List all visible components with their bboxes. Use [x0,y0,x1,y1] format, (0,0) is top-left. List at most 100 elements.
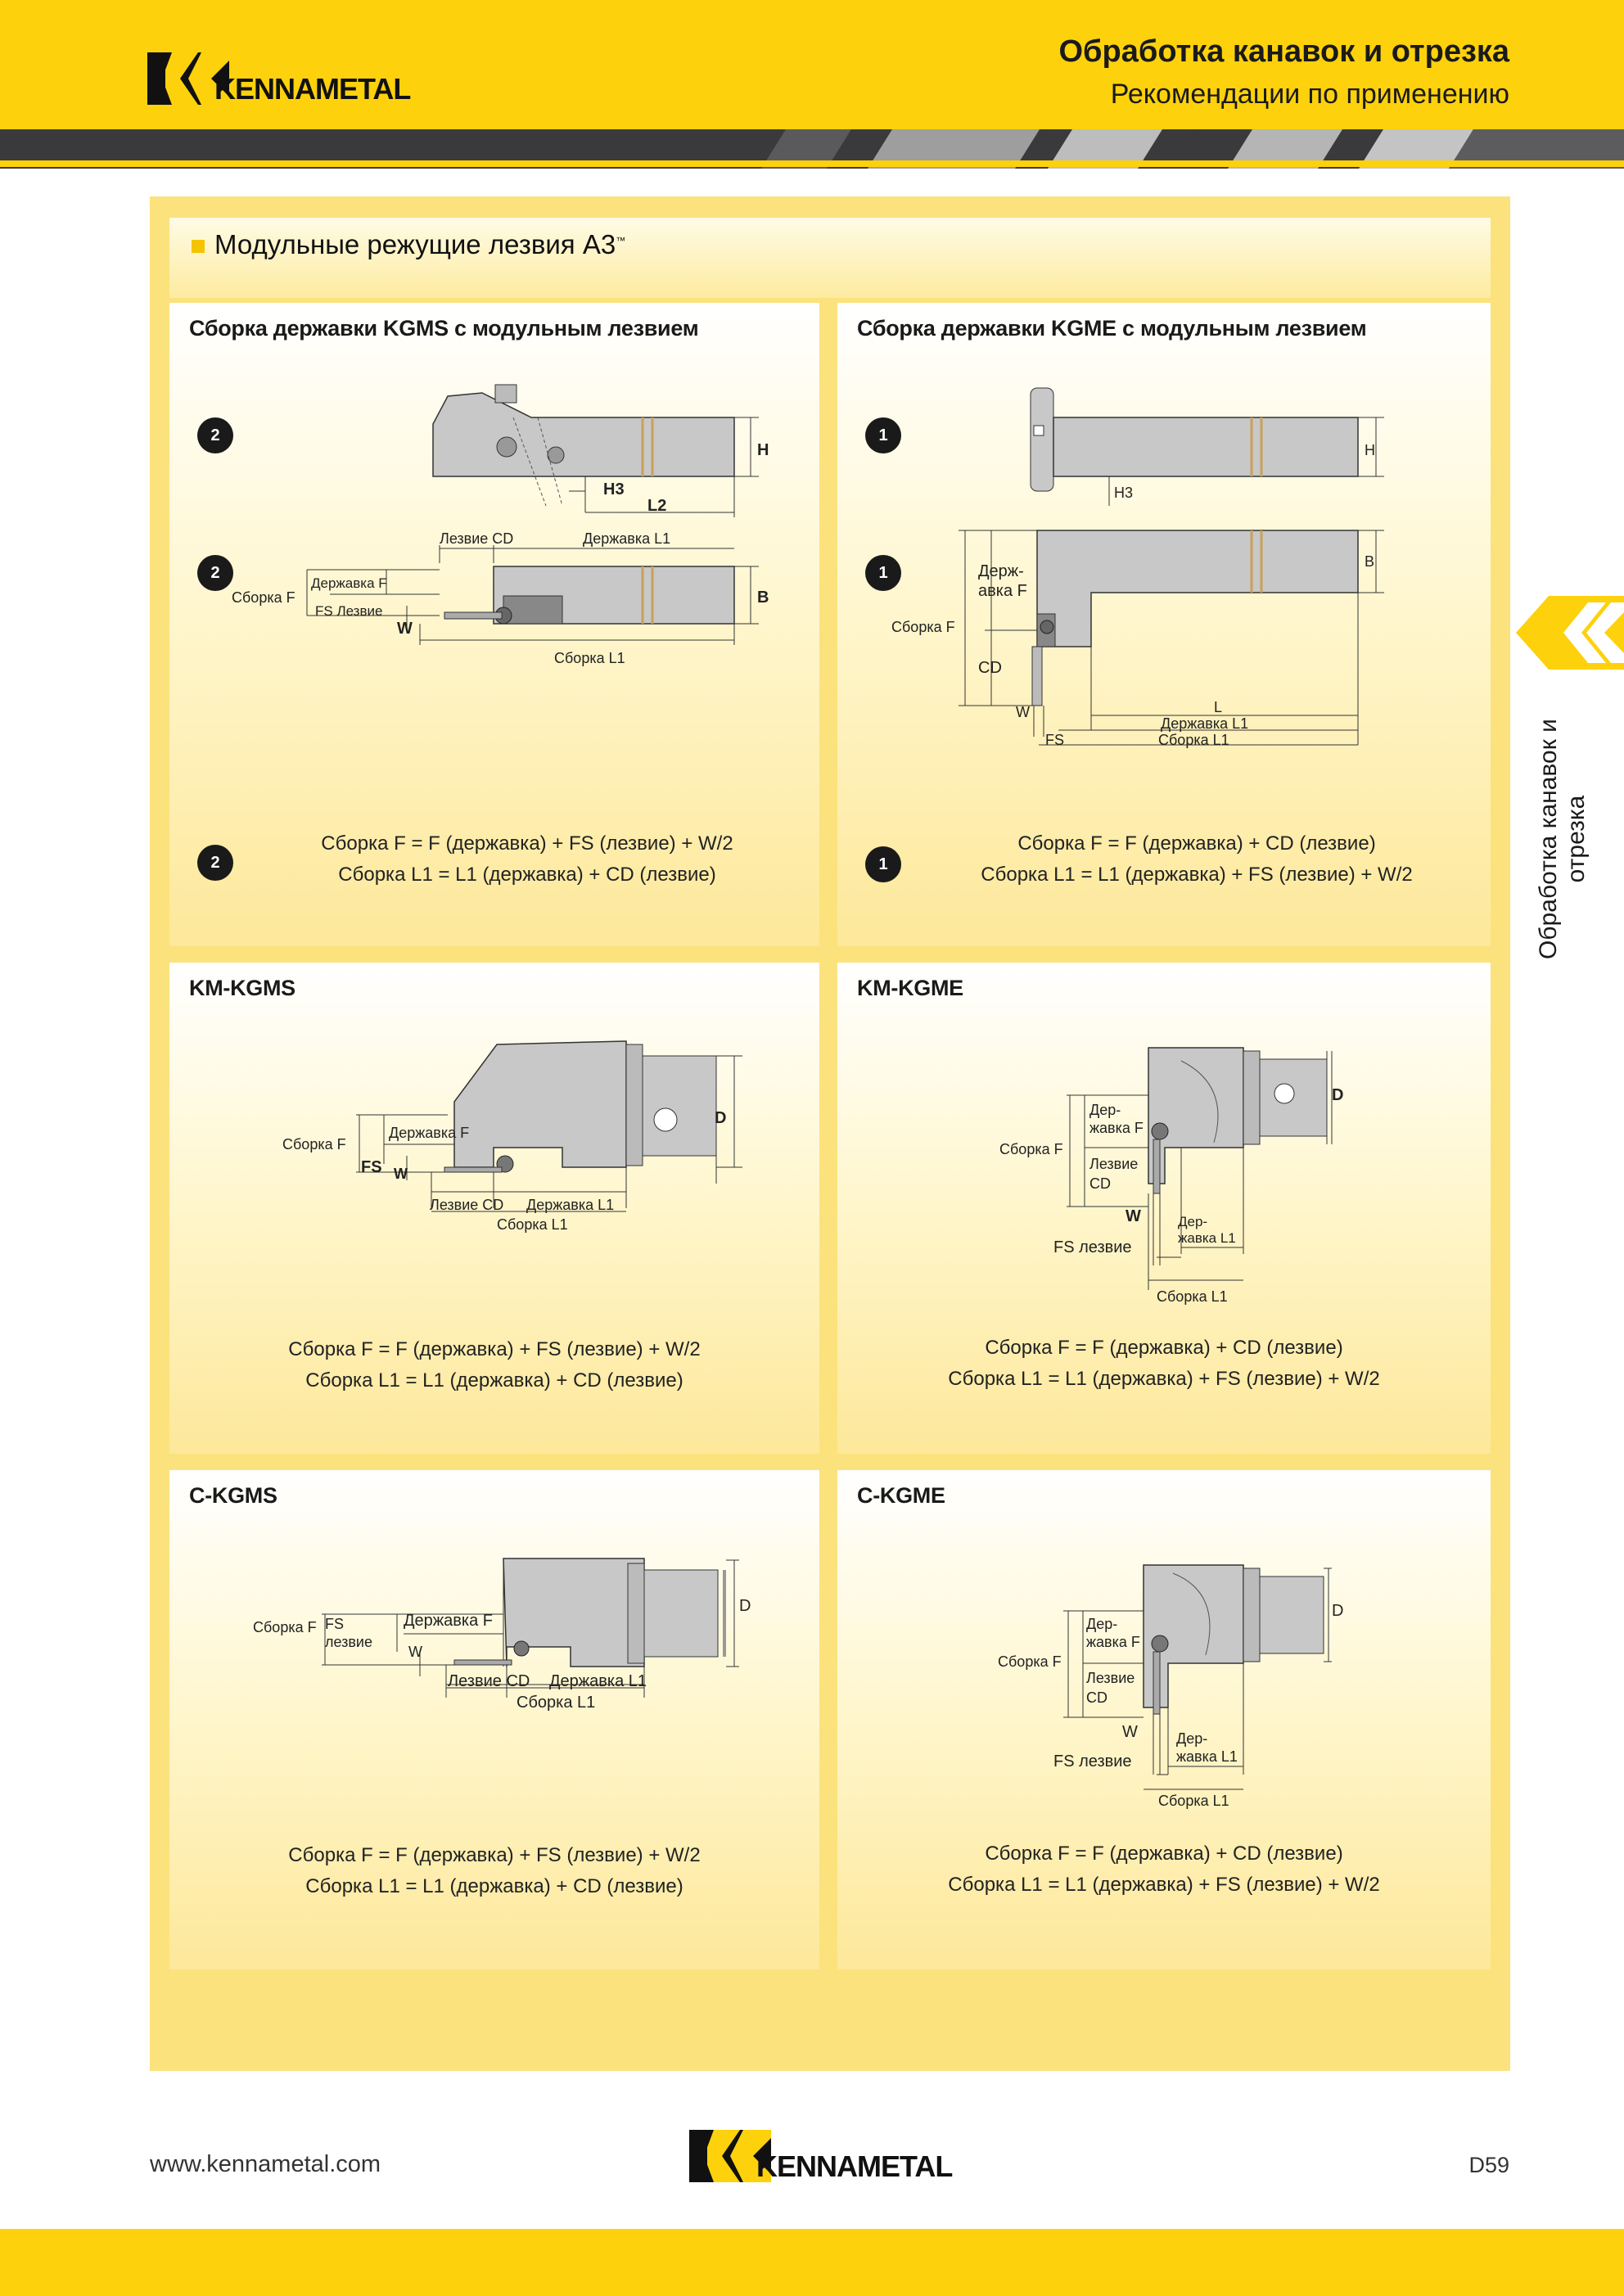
dim-fs-blade: FS лезвие [1053,1238,1132,1256]
badge-formula: 1 [865,846,901,882]
dim-w: W [397,620,413,638]
dim-blade-cd: Лезвие CD [430,1197,503,1213]
formula-assembly-f: Сборка F = F (державка) + FS (лезвие) + … [288,1338,701,1360]
panel-c-kgms: C-KGMS D Сборка F FS лезвие Державка F W… [169,1470,819,1969]
badge-top: 2 [197,417,233,453]
dim-b: B [1365,553,1374,570]
dim-fs-blade: FS Лезвие [315,603,382,619]
formula-assembly-f: Сборка F = F (державка) + CD (лезвие) [985,1843,1343,1865]
dim-h3: H3 [603,480,625,498]
formula-assembly-f: Сборка F = F (державка) + CD (лезвие) [1017,832,1376,855]
dim-h: H [757,441,769,459]
dim-holder-f-2: авка F [978,582,1027,600]
formula-assembly-l1: Сборка L1 = L1 (державка) + FS (лезвие) … [948,1874,1380,1896]
kgms-assembly-drawing: H H3 L2 Лезвие CD Державка L1 B Державка… [232,384,769,666]
dim-assembly-l1: Сборка L1 [554,650,625,666]
header-yellow-line [0,160,1624,167]
panel-km-kgme: KM-KGME D Сборка F Дер- жавка F Лезвие C… [837,963,1491,1454]
dim-holder-f: Державка F [404,1612,493,1630]
panel-title: KM-KGMS [189,976,295,1000]
dim-l: L [1214,699,1222,715]
formula-assembly-f: Сборка F = F (державка) + CD (лезвие) [985,1337,1343,1359]
formula-assembly-f: Сборка F = F (державка) + FS (лезвие) + … [288,1844,701,1866]
header-logo: KENNAMETAL [147,51,411,106]
dim-holder-l1-2: жавка L1 [1178,1230,1236,1246]
dim-w: W [1016,704,1030,720]
dim-holder-f-1: Дер- [1089,1102,1121,1118]
dim-holder-l1: Державка L1 [583,530,670,547]
panel-kgme-assembly: Сборка державки KGME с модульным лезвием… [837,303,1491,946]
dim-holder-l1-2: жавка L1 [1176,1748,1238,1765]
page-number: D59 [1468,2153,1509,2177]
footer-brand-name: KENNAMETAL [756,2149,953,2183]
badge-mid: 1 [865,555,901,591]
dim-assembly-f: Сборка F [998,1653,1062,1670]
section-title-bar: Модульные режущие лезвия A3™ [169,218,1491,298]
badge-mid: 2 [197,555,233,591]
footer-website-link[interactable]: www.kennametal.com [150,2151,381,2177]
panel-title: C-KGMS [189,1483,277,1508]
dim-assembly-f: Сборка F [232,589,295,606]
dim-holder-l1-1: Дер- [1178,1214,1207,1229]
formula-assembly-l1: Сборка L1 = L1 (державка) + FS (лезвие) … [981,864,1413,886]
dim-h3: H3 [1114,485,1133,501]
dim-holder-f: Державка F [389,1125,469,1141]
dim-holder-l1: Державка L1 [526,1197,614,1213]
dim-w: W [408,1644,422,1660]
dim-assembly-l1: Сборка L1 [1158,1793,1229,1809]
dim-blade-cd-1: Лезвие [1089,1156,1138,1172]
dim-holder-f-2: жавка F [1089,1120,1144,1136]
formula-block: Сборка F = F (державка) + FS (лезвие) + … [202,828,852,891]
title-bullet-icon [192,240,205,253]
dim-fs: FS [1045,732,1064,748]
dim-holder-f: Державка F [311,575,387,591]
dim-fs-blade: FS лезвие [1053,1752,1132,1770]
panel-c-kgme: C-KGME D Сборка F Дер- жавка F Лезвие CD… [837,1470,1491,1969]
kennametal-k-icon [689,2130,771,2182]
kgme-assembly-drawing: H H3 B Держ- авка F Сборка F CD W L Держ… [891,387,1384,748]
dim-w: W [1126,1207,1141,1225]
dim-fs-1: FS [325,1616,344,1632]
panel-kgms-assembly: Сборка державки KGMS с модульным лезвием… [169,303,819,946]
panel-km-kgms: KM-KGMS D Сборка F Державка F FS W Лезви… [169,963,819,1454]
formula-assembly-l1: Сборка L1 = L1 (державка) + FS (лезвие) … [948,1368,1380,1390]
panel-title: Сборка державки KGME с модульным лезвием [857,316,1367,341]
formula-block: Сборка F = F (державка) + CD (лезвие) Сб… [870,828,1523,891]
panel-title: C-KGME [857,1483,945,1508]
dim-fs: FS [361,1158,382,1176]
formula-block: Сборка F = F (державка) + FS (лезвие) + … [169,1334,819,1396]
dim-assembly-l1: Сборка L1 [497,1216,568,1233]
formula-block: Сборка F = F (державка) + CD (лезвие) Сб… [837,1333,1491,1395]
side-tab-chevron-icon [1516,596,1624,670]
formula-assembly-f: Сборка F = F (державка) + FS (лезвие) + … [321,832,733,855]
formula-block: Сборка F = F (державка) + FS (лезвие) + … [169,1840,819,1902]
formula-assembly-l1: Сборка L1 = L1 (державка) + CD (лезвие) [305,1369,683,1392]
dim-h: H [1365,442,1375,458]
dim-fs-2: лезвие [325,1634,372,1650]
dim-blade-cd-1: Лезвие [1086,1670,1135,1686]
dim-d: D [715,1109,726,1127]
dim-assembly-f: Сборка F [999,1141,1063,1157]
dim-w: W [1122,1723,1138,1741]
formula-assembly-l1: Сборка L1 = L1 (державка) + CD (лезвие) [305,1875,683,1897]
section-title: Модульные режущие лезвия A3™ [214,229,626,259]
dim-holder-l1-1: Дер- [1176,1730,1207,1747]
trademark-mark: ™ [616,235,626,246]
km-kgms-drawing: D Сборка F Державка F FS W Лезвие CD Дер… [282,1040,742,1233]
dim-b: B [757,589,769,607]
dim-d: D [1332,1086,1343,1104]
dim-holder-l1: Державка L1 [549,1672,647,1690]
c-kgme-drawing: D Сборка F Дер- жавка F Лезвие CD W Дер-… [998,1564,1343,1809]
dim-assembly-f: Сборка F [253,1619,317,1635]
dim-assembly-f: Сборка F [282,1136,346,1153]
formula-assembly-l1: Сборка L1 = L1 (державка) + CD (лезвие) [338,864,716,886]
dim-assembly-l1: Сборка L1 [517,1694,595,1712]
header-title: Обработка канавок и отрезка [1058,34,1510,69]
side-tab-text: Обработка канавок и отрезка [1535,719,1590,959]
badge-formula: 2 [197,845,233,881]
panel-title: KM-KGME [857,976,963,1000]
c-kgms-drawing: D Сборка F FS лезвие Державка F W Лезвие… [253,1558,751,1712]
header-subtitle: Рекомендации по применению [1110,79,1509,110]
dim-blade-cd: Лезвие CD [440,530,513,547]
formula-block: Сборка F = F (державка) + CD (лезвие) Сб… [837,1838,1491,1901]
